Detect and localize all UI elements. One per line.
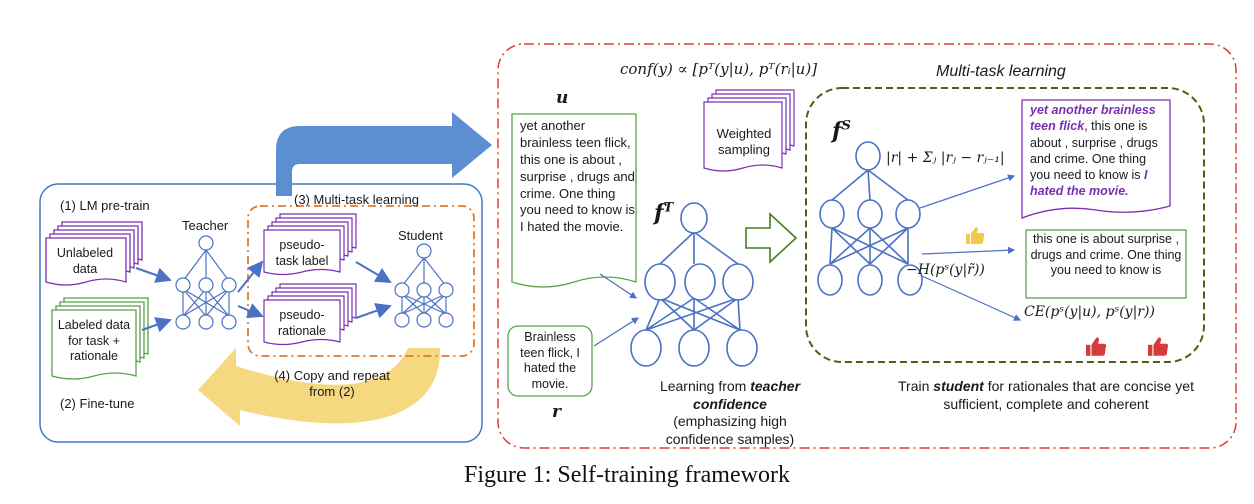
unlabeled-data-label: Unlabeled data — [56, 246, 114, 276]
lm-pretrain-label: (1) LM pre-train — [60, 198, 150, 213]
pseudo-task-stack — [263, 213, 357, 276]
sufficient-rationale-box — [1025, 229, 1187, 299]
thumbs-up-icon — [1148, 337, 1169, 356]
big-blue-arrow — [276, 112, 492, 196]
multitask-region — [805, 87, 1205, 363]
review-to-teacher-arrow — [599, 273, 637, 299]
student-label: Student — [398, 228, 443, 243]
train-student-text: Train student for rationales that are co… — [898, 378, 1194, 412]
left-flow-arrows — [135, 260, 392, 333]
left-panel-frame — [39, 183, 483, 443]
confidence-formula: conf(y) ∝ [pᵀ(y|u), pᵀ(rᵢ|u)] — [620, 60, 818, 78]
copy-repeat-arrow — [198, 348, 441, 426]
thumbs-up-icon — [966, 227, 985, 244]
rationale-to-teacher-arrow — [593, 317, 640, 347]
teacher-network-small — [175, 235, 237, 330]
multitask-title: Multi-task learning — [936, 63, 1066, 80]
highlighted-review-document — [1021, 99, 1171, 219]
unlabeled-data-stack — [45, 221, 143, 286]
student-network-big — [817, 141, 923, 296]
teacher-function-label: fT — [654, 200, 674, 226]
fine-tune-label: (2) Fine-tune — [60, 396, 135, 411]
concise-formula: |r| + Σⱼ |rⱼ − rⱼ₋₁| — [886, 150, 1005, 166]
multitask-step-label: (3) Multi-task learning — [294, 192, 419, 207]
pseudo-rationale-stack — [263, 283, 357, 346]
weighted-sampling-label: Weighted sampling — [716, 126, 772, 158]
labeled-data-label: Labeled data for task + rationale — [57, 318, 131, 364]
weighted-sampling-stack — [703, 89, 795, 172]
learning-from-teacher-text: Learning from teacher confidence (emphas… — [659, 378, 801, 447]
ce-formula: CE(pˢ(y|u), pˢ(y|r)) — [1024, 304, 1155, 320]
review-document — [511, 113, 637, 288]
labeled-data-stack — [51, 297, 149, 380]
rationale-box — [507, 325, 593, 397]
rationale-text: Brainless teen flick, I hated the movie. — [520, 330, 580, 391]
highlighted-review-text: yet another brainless teen flick, this o… — [1030, 103, 1158, 199]
right-panel-frame — [497, 43, 1237, 449]
teacher-to-student-arrow — [745, 212, 798, 264]
r-label: r — [552, 402, 561, 422]
u-label: u — [556, 88, 569, 108]
pseudo-rationale-label: pseudo-rationale — [278, 308, 326, 338]
review-text: yet another brainless teen flick, this o… — [520, 118, 635, 235]
pseudo-task-label: pseudo-task label — [275, 238, 329, 268]
student-function-label: fS — [832, 118, 851, 144]
thumbs-up-icon — [1086, 337, 1107, 356]
entropy-formula: −H(pˢ(y|r̃)) — [906, 262, 985, 278]
teacher-network-big — [630, 202, 758, 367]
teacher-label: Teacher — [182, 218, 229, 233]
student-output-arrows — [919, 174, 1022, 321]
figure-caption: Figure 1: Self-training framework — [464, 462, 790, 488]
sufficient-rationale-text: this one is about surprise , drugs and c… — [1030, 232, 1182, 278]
copy-repeat-label: (4) Copy and repeat from (2) — [274, 368, 390, 400]
student-network-small — [394, 243, 454, 328]
